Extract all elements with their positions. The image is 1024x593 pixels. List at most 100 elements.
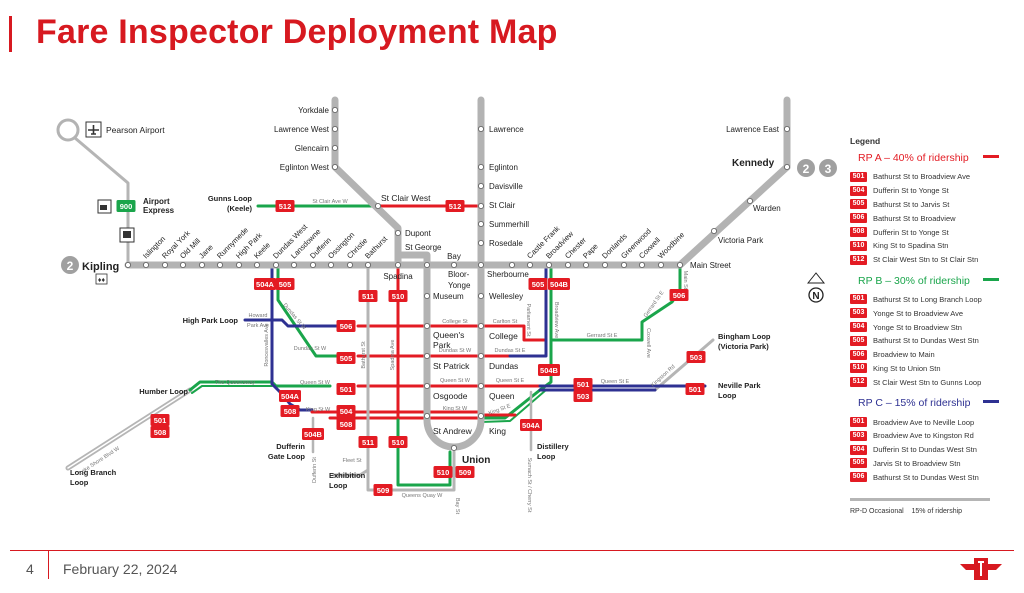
station-dot bbox=[142, 261, 150, 269]
route-badge-501: 501 bbox=[685, 383, 705, 395]
station-spadina: Spadina bbox=[383, 272, 413, 281]
svg-text:504B: 504B bbox=[540, 366, 559, 375]
station-dot bbox=[423, 352, 431, 360]
svg-text:510: 510 bbox=[392, 292, 405, 301]
street-queens-quay-w: Queens Quay W bbox=[402, 493, 443, 499]
street-queen-st-e: Queen St E bbox=[601, 379, 630, 385]
street-roncesvalles-ave: Roncesvalles Ave bbox=[264, 323, 270, 366]
svg-text:512: 512 bbox=[449, 202, 462, 211]
svg-text:506: 506 bbox=[673, 291, 686, 300]
route-badge-504a: 504A bbox=[520, 419, 542, 431]
station-st-patrick: St Patrick bbox=[433, 361, 470, 371]
station-dot bbox=[124, 261, 132, 269]
route-description: St Clair West Stn to St Clair Stn bbox=[873, 255, 979, 265]
street-dundas-st-e: Dundas St E bbox=[495, 348, 526, 354]
legend-color-swatch bbox=[983, 277, 999, 281]
route-badge: 512 bbox=[850, 254, 867, 265]
station-dot bbox=[235, 261, 243, 269]
svg-text:503: 503 bbox=[577, 392, 590, 401]
svg-text:506: 506 bbox=[340, 322, 353, 331]
route-badge-508: 508 bbox=[336, 418, 356, 430]
station-dot bbox=[161, 261, 169, 269]
route-badge: 506 bbox=[850, 472, 867, 483]
station-dot bbox=[346, 261, 354, 269]
svg-text:♦♦: ♦♦ bbox=[98, 277, 106, 284]
station-dot bbox=[253, 261, 261, 269]
svg-text:508: 508 bbox=[340, 420, 353, 429]
route-badge-504: 504 bbox=[336, 405, 356, 417]
street-fleet-st: Fleet St bbox=[343, 458, 362, 464]
legend-color-swatch bbox=[983, 155, 999, 158]
station-main-street: Main Street bbox=[690, 261, 732, 270]
station-rosedale: Rosedale bbox=[489, 239, 523, 248]
route-badge-504b: 504B bbox=[548, 278, 570, 290]
station-park: Park bbox=[433, 340, 451, 350]
station-dot bbox=[508, 261, 516, 269]
place-bingham-loop: Bingham Loop bbox=[718, 332, 771, 341]
station-dot bbox=[327, 261, 335, 269]
route-description: Jarvis St to Broadview Stn bbox=[873, 458, 961, 468]
svg-text:504A: 504A bbox=[256, 280, 275, 289]
airplane-icon bbox=[85, 121, 102, 138]
place-humber-loop: Humber Loop bbox=[139, 387, 188, 396]
place-distillery: Distillery bbox=[537, 442, 570, 451]
station-dot bbox=[423, 412, 431, 420]
station-st-clair: St Clair bbox=[489, 201, 516, 210]
station-dot bbox=[331, 125, 339, 133]
station-dot bbox=[198, 261, 206, 269]
station-dot bbox=[710, 227, 718, 235]
route-badge-504a: 504A bbox=[279, 390, 301, 402]
place-loop: Loop bbox=[718, 391, 737, 400]
svg-text:504A: 504A bbox=[522, 421, 541, 430]
route-badge: 506 bbox=[850, 213, 867, 224]
place-high-park-loop: High Park Loop bbox=[183, 316, 239, 325]
svg-text:2: 2 bbox=[803, 162, 810, 176]
street-king-st-w: King St W bbox=[443, 406, 468, 412]
svg-text:900: 900 bbox=[120, 202, 133, 211]
station-dot bbox=[477, 292, 485, 300]
route-badge: 504 bbox=[850, 322, 867, 333]
svg-text:504: 504 bbox=[340, 407, 353, 416]
route-badge-501: 501 bbox=[336, 383, 356, 395]
station-dot bbox=[477, 182, 485, 190]
street-park-ave: Park Ave bbox=[247, 323, 269, 329]
station-dot bbox=[477, 202, 485, 210]
route-badge: 504 bbox=[850, 444, 867, 455]
bus-icon bbox=[119, 227, 135, 243]
street-king-st-w: King St W bbox=[306, 407, 331, 413]
station-dot bbox=[477, 412, 485, 420]
station-dot bbox=[657, 261, 665, 269]
route-badge-508: 508 bbox=[280, 405, 300, 417]
station-davisville: Davisville bbox=[489, 182, 523, 191]
street-carlton-st: Carlton St bbox=[493, 319, 518, 325]
svg-text:511: 511 bbox=[362, 438, 374, 447]
title-accent-bar bbox=[9, 16, 12, 52]
station-st-george: St George bbox=[405, 243, 442, 252]
station-dot bbox=[450, 444, 458, 452]
footer-divider bbox=[10, 550, 1014, 551]
svg-text:501: 501 bbox=[154, 416, 167, 425]
station-dot bbox=[783, 125, 791, 133]
station-dot bbox=[477, 261, 485, 269]
route-description: Yonge St to Broadview Ave bbox=[873, 308, 964, 318]
station-dot bbox=[290, 261, 298, 269]
footer-separator bbox=[48, 551, 49, 579]
page-title: Fare Inspector Deployment Map bbox=[36, 13, 558, 51]
svg-text:503: 503 bbox=[690, 353, 703, 362]
legend-group-heading: RP B – 30% of ridership bbox=[858, 275, 1015, 287]
route-bathurst-gray bbox=[332, 263, 370, 477]
route-badge-504a: 504A bbox=[254, 278, 276, 290]
route-description: Bathurst St to Long Branch Loop bbox=[873, 294, 982, 304]
station-jane: Jane bbox=[197, 243, 215, 261]
station-dot bbox=[783, 163, 791, 171]
svg-text:509: 509 bbox=[459, 468, 472, 477]
